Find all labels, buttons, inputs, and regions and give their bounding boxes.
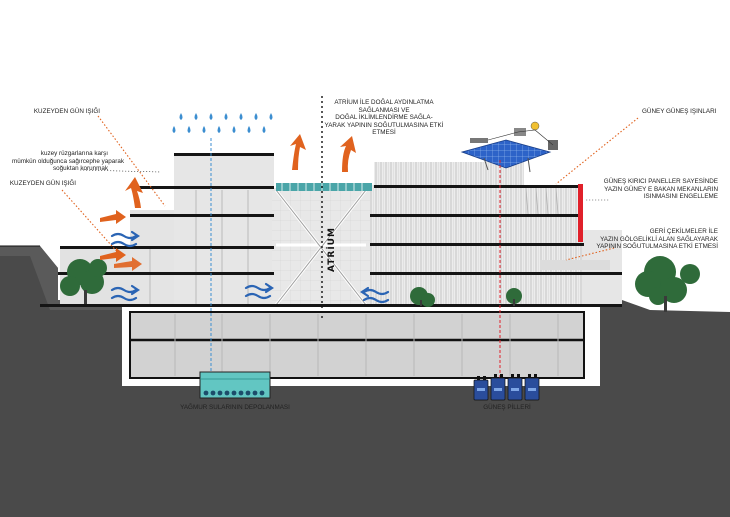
- water-tank-icon: [199, 371, 271, 399]
- setbacks-line-2: YAZIN GÖLGELİKLİ ALAN SAĞLAYARAK: [600, 235, 718, 243]
- cool-breeze-arrow-icon: [110, 230, 390, 304]
- atrium-label: ATRİUM: [326, 227, 337, 272]
- sun-breaker-panels: [578, 184, 583, 242]
- north-light-label-2: KUZEYDEN GÜN IŞIĞI: [9, 180, 76, 187]
- atrium-note-line-4: YARAK YAPININ SOĞUTULMASINA ETKİ: [324, 121, 444, 129]
- warm-air-arrow-icon: [100, 134, 356, 271]
- north-wind-line-3: soğuktan korunmak: [53, 165, 108, 173]
- tree-icon: [60, 256, 700, 312]
- setbacks-note: GERİ ÇEKİLMELER İLE YAZIN GÖLGELİKLİ ALA…: [588, 228, 718, 251]
- north-light-label-1: KUZEYDEN GÜN IŞIĞI: [33, 108, 100, 115]
- setbacks-line-1: GERİ ÇEKİLMELER İLE: [649, 228, 718, 235]
- building-section: [40, 153, 622, 307]
- basement: [129, 311, 585, 379]
- north-wind-note: kuzey rüzgarlarına karşı mümkün olduğunc…: [12, 150, 125, 173]
- atrium-note: ATRİUM İLE DOĞAL AYDINLATMA SAĞLANMASI V…: [304, 99, 464, 137]
- atrium-note-line-3: DOĞAL İKLİMLENDİRME SAĞLA-: [335, 114, 433, 122]
- solar-panel-icon: [460, 121, 558, 173]
- atrium-note-line-5: ETMESİ: [372, 129, 396, 137]
- rainwater-label: YAĞMUR SULARININ DEPOLANMASI: [180, 404, 290, 411]
- solar-batteries-label: GÜNEŞ PİLLERİ: [483, 404, 531, 411]
- south-sun-label: GÜNEY GÜNEŞ IŞINLARI: [642, 108, 717, 115]
- north-wind-line-1: kuzey rüzgarlarına karşı: [40, 150, 108, 157]
- sun-breaker-line-3: ISINMASINI ENGELLEME: [643, 193, 718, 201]
- sun-breaker-line-1: GÜNEŞ KIRICI PANELLER SAYESİNDE: [603, 178, 718, 185]
- sun-breaker-line-2: YAZIN GÜNEY E BAKAN MEKANLARIN: [604, 185, 718, 193]
- sun-breaker-note: GÜNEŞ KIRICI PANELLER SAYESİNDE YAZIN GÜ…: [588, 178, 718, 201]
- leader-lines-black: [79, 169, 610, 201]
- setbacks-line-3: YAPININ SOĞUTULMASINA ETKİ ETMESİ: [596, 243, 718, 251]
- leader-lines: [61, 115, 639, 261]
- atrium-note-line-2: SAĞLANMASI VE: [358, 106, 410, 114]
- battery-icon: [473, 160, 540, 401]
- north-wind-line-2: mümkün olduğunca sağırcephe yaparak: [12, 157, 125, 165]
- atrium-note-line-1: ATRİUM İLE DOĞAL AYDINLATMA: [334, 99, 434, 106]
- rain-drop-icon: [172, 113, 273, 133]
